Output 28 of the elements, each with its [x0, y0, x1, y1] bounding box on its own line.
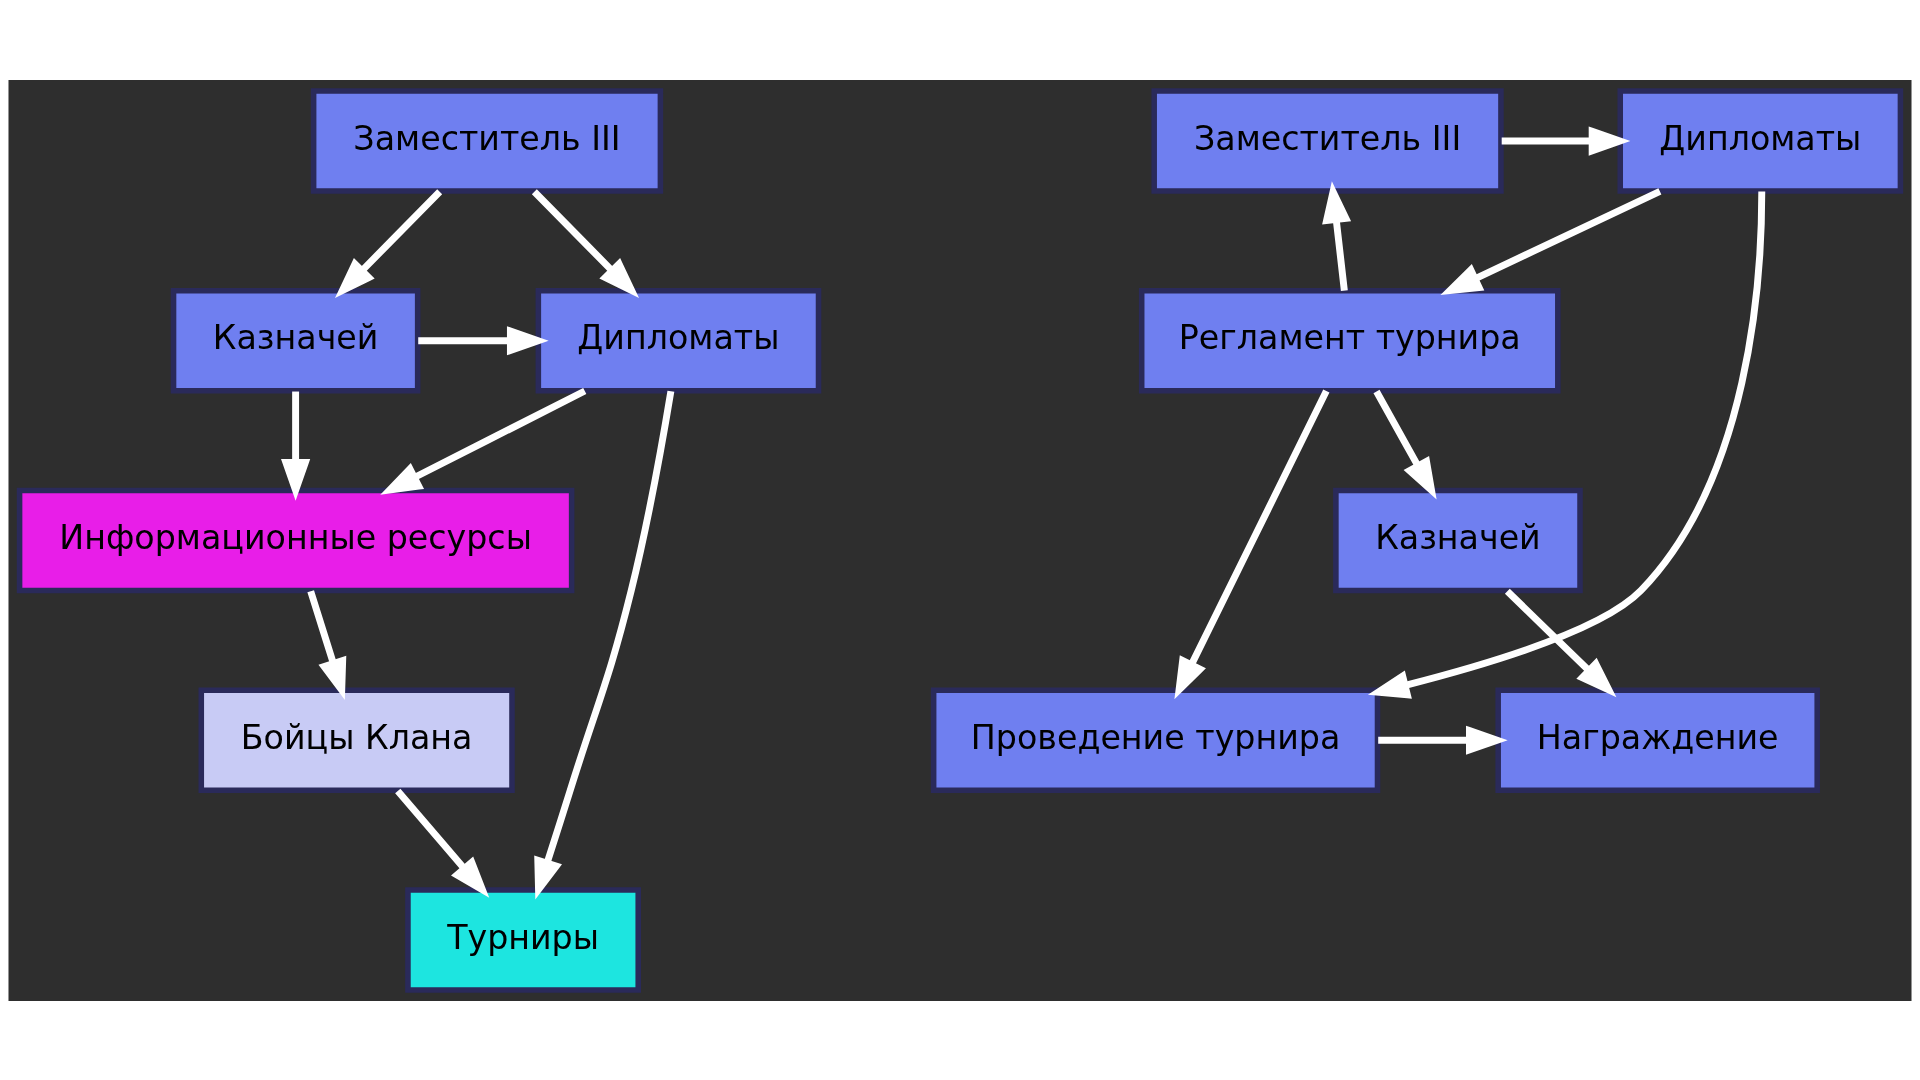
- node-box: Регламент турнира: [1138, 287, 1561, 393]
- node-box: Дипломаты: [535, 287, 822, 393]
- node-box: Заместитель III: [1151, 87, 1504, 194]
- node-box: Турниры: [405, 886, 641, 993]
- node-box: Проведение турнира: [930, 687, 1381, 793]
- arrow: [1501, 125, 1631, 156]
- node-box: Дипломаты: [1617, 87, 1904, 194]
- node-box: Информационные ресурсы: [16, 487, 575, 593]
- arrow: [307, 589, 347, 700]
- arrow: [335, 188, 443, 298]
- arrow: [281, 391, 311, 501]
- node-box: Бойцы Клана: [198, 687, 515, 793]
- node-box: Казначей: [170, 287, 421, 393]
- arrow: [1174, 389, 1330, 699]
- arrow: [534, 390, 675, 900]
- arrow: [1373, 389, 1437, 499]
- node-box: Заместитель III: [310, 87, 664, 194]
- arrow: [380, 387, 587, 495]
- arrow: [1378, 725, 1508, 755]
- arrow: [1504, 588, 1617, 697]
- arrow: [395, 788, 490, 898]
- node-box: Награждение: [1495, 687, 1820, 793]
- arrow: [418, 325, 549, 355]
- arrow: [531, 188, 640, 298]
- arrow: [1440, 187, 1662, 295]
- node-box: Казначей: [1333, 487, 1583, 593]
- arrow: [1367, 190, 1766, 699]
- arrow: [1322, 180, 1352, 291]
